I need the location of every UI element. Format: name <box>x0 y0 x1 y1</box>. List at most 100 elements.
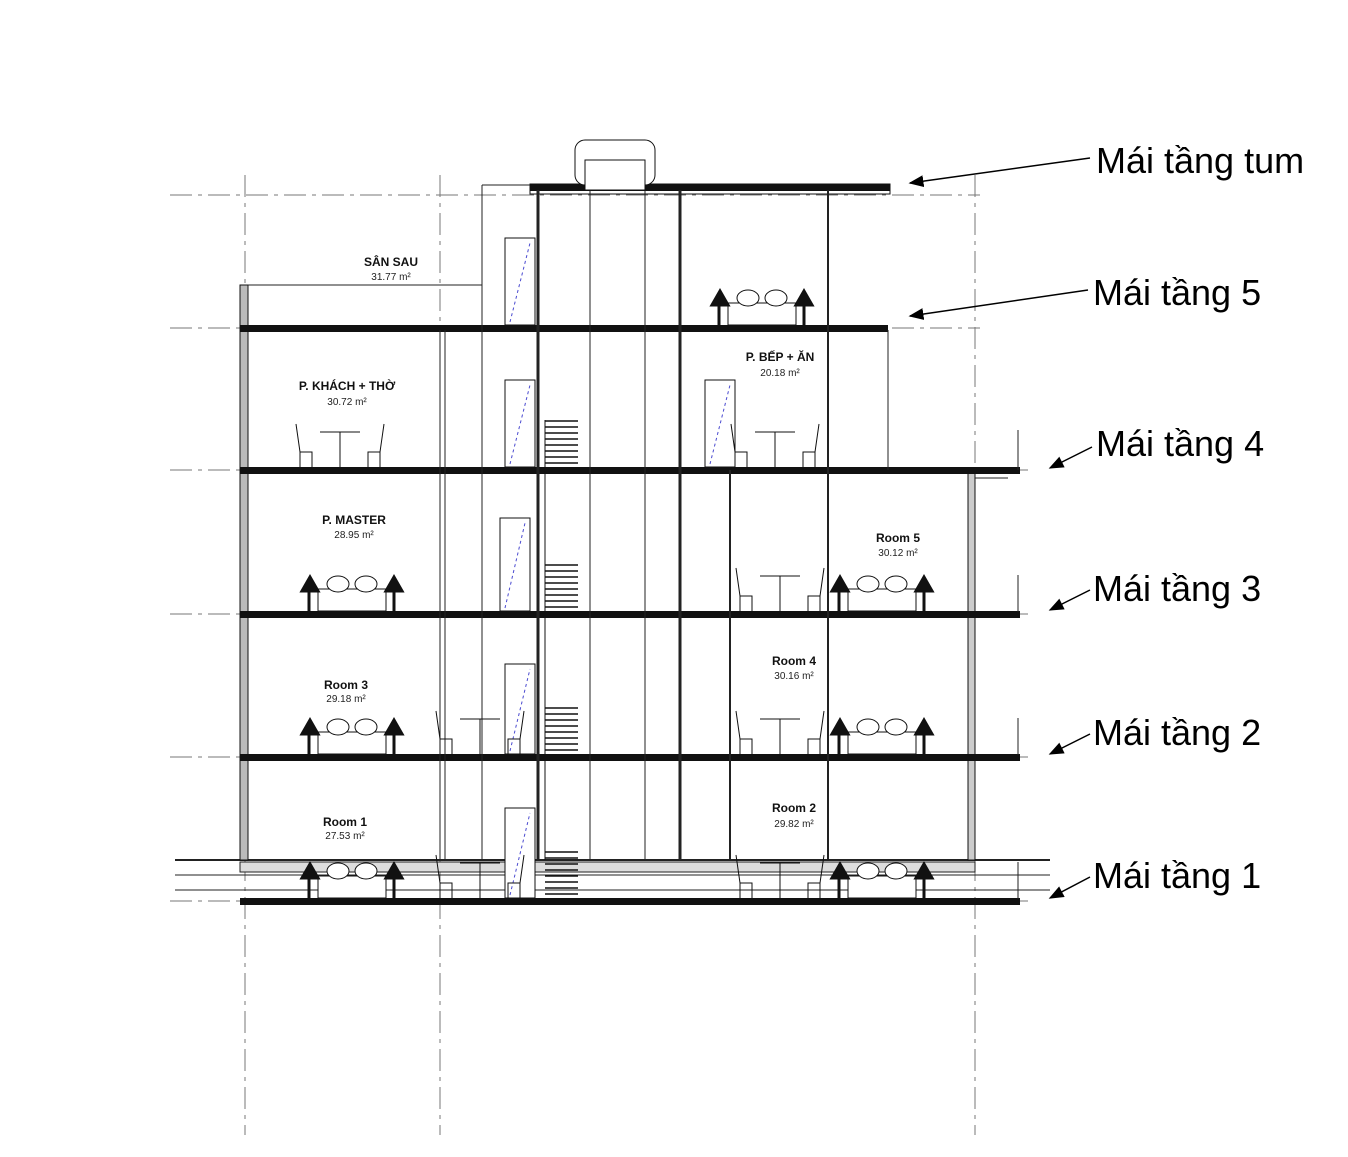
bed-base <box>847 588 917 612</box>
door-frame <box>504 379 536 468</box>
chair <box>735 567 753 611</box>
room-name: P. MASTER <box>322 513 386 527</box>
pillow <box>764 289 788 307</box>
pillow <box>354 718 378 736</box>
room-area: 30.16 m² <box>774 671 814 682</box>
chair <box>295 423 313 467</box>
bed <box>829 573 935 612</box>
level-annotations: Mái tầng tum Mái tầng 5 Mái tầng 4 Mái t… <box>908 140 1304 899</box>
bed-base <box>847 875 917 899</box>
lamp-icon <box>299 860 321 898</box>
bed-base <box>727 302 797 326</box>
arrow-icon <box>908 157 1091 188</box>
door <box>499 517 531 612</box>
room-name: P. BẾP + ĂN <box>746 349 815 364</box>
lamp-icon <box>299 716 321 754</box>
chair <box>735 854 753 898</box>
level-label: Mái tầng 2 <box>1093 712 1261 753</box>
room-area: 30.12 m² <box>878 548 918 559</box>
table-chairs <box>735 567 825 611</box>
lamp-icon <box>383 860 405 898</box>
chair <box>735 710 753 754</box>
bed-base <box>317 731 387 755</box>
bed <box>709 287 815 326</box>
room-name: Room 5 <box>876 531 920 545</box>
chair <box>507 854 525 898</box>
pillow <box>884 862 908 880</box>
chair <box>435 710 453 754</box>
pillow <box>326 575 350 593</box>
furniture <box>295 287 935 899</box>
bed <box>829 860 935 899</box>
door <box>504 237 536 326</box>
arrow-icon <box>1048 876 1091 899</box>
lamp-icon <box>913 716 935 754</box>
table-chairs <box>295 423 385 467</box>
chair <box>507 710 525 754</box>
bed-base <box>317 588 387 612</box>
lamp-icon <box>913 860 935 898</box>
bed <box>299 716 405 755</box>
lamp-icon <box>829 860 851 898</box>
lamp-icon <box>299 573 321 611</box>
chair <box>802 423 820 467</box>
room-name: P. KHÁCH + THỜ <box>299 378 396 393</box>
bed <box>299 573 405 612</box>
pillow <box>326 718 350 736</box>
pillow <box>856 575 880 593</box>
pillow <box>884 575 908 593</box>
arrow-icon <box>908 289 1089 320</box>
pillow <box>354 862 378 880</box>
table-chairs <box>435 854 525 898</box>
door-frame <box>504 237 536 326</box>
door <box>504 379 536 468</box>
room-name: Room 1 <box>323 815 367 829</box>
lamp-icon <box>709 287 731 325</box>
chair <box>807 854 825 898</box>
room-area: 29.82 m² <box>774 819 814 830</box>
pillow <box>736 289 760 307</box>
table-chairs <box>435 710 525 754</box>
table-chairs <box>735 710 825 754</box>
chair <box>435 854 453 898</box>
arrow-icon <box>1048 733 1091 755</box>
table-chairs <box>735 854 825 898</box>
room-area: 20.18 m² <box>760 368 800 379</box>
pillow <box>856 718 880 736</box>
bed <box>829 716 935 755</box>
chair <box>730 423 748 467</box>
lamp-icon <box>829 716 851 754</box>
room-area: 27.53 m² <box>325 831 365 842</box>
pillow <box>884 718 908 736</box>
room-area: 29.18 m² <box>326 694 366 705</box>
pillow <box>326 862 350 880</box>
bed-base <box>317 875 387 899</box>
door-swing <box>509 242 531 323</box>
arrow-icon <box>1048 446 1093 469</box>
door <box>704 379 736 468</box>
door-swing <box>509 384 531 465</box>
lamp-icon <box>829 573 851 611</box>
pillow <box>856 862 880 880</box>
structure <box>239 139 1020 905</box>
bed-base <box>847 731 917 755</box>
room-area: 31.77 m² <box>371 272 411 283</box>
door-swing <box>504 522 526 609</box>
room-name: Room 2 <box>772 801 816 815</box>
door-swing <box>509 668 531 752</box>
table-chairs <box>730 423 820 467</box>
bed <box>299 860 405 899</box>
level-label: Mái tầng tum <box>1096 140 1304 181</box>
door-swing <box>709 384 731 465</box>
door-frame <box>704 379 736 468</box>
level-label: Mái tầng 4 <box>1096 423 1264 464</box>
room-area: 30.72 m² <box>327 397 367 408</box>
grid-lines <box>170 175 1030 1135</box>
chair <box>807 567 825 611</box>
stairs <box>544 420 578 895</box>
lamp-icon <box>793 287 815 325</box>
level-label: Mái tầng 1 <box>1093 855 1261 896</box>
room-name: SÂN SAU <box>364 254 418 269</box>
room-area: 28.95 m² <box>334 530 374 541</box>
